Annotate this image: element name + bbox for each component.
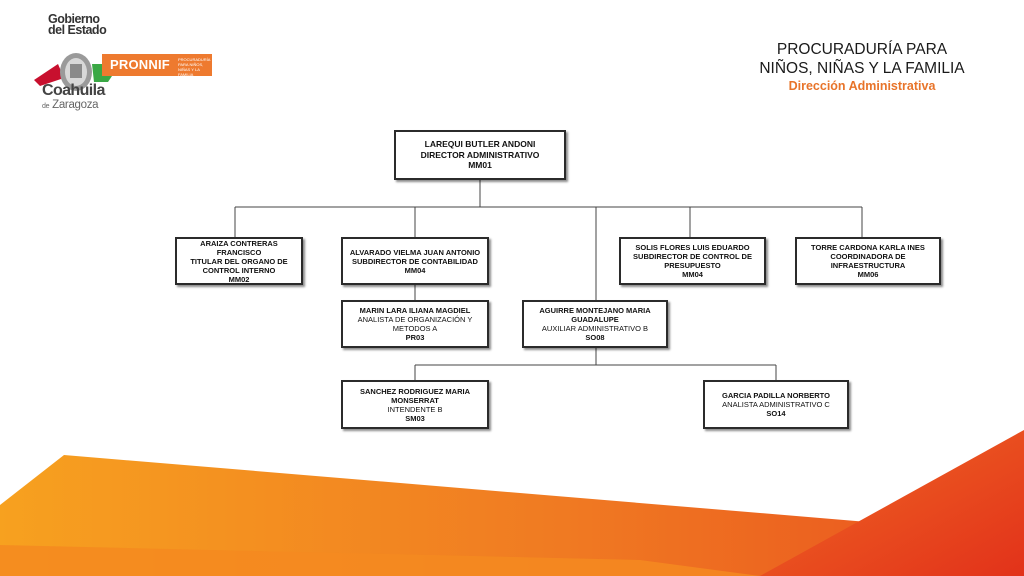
araiza-name: ARAIZA CONTRERAS FRANCISCO	[200, 238, 278, 257]
aguirre-position: AUXILIAR ADMINISTRATIVO B	[541, 324, 649, 333]
pronnif-sublabel: PROCURADURÍA PARA NIÑOS, NIÑAS Y LA FAMI…	[178, 57, 211, 77]
title-line-2: NIÑOS, NIÑAS Y LA FAMILIA	[759, 60, 965, 77]
org-box-marin: MARIN LARA ILIANA MAGDIEL ANALISTA DE OR…	[341, 300, 489, 348]
coat-of-arms-icon	[34, 53, 120, 91]
alvarado-position: SUBDIRECTOR DE CONTABILIDAD	[352, 256, 478, 266]
marin-position: ANALISTA DE ORGANIZACIÓN Y METODOS A	[357, 315, 473, 333]
sanchez-code: SM03	[405, 413, 425, 423]
pronnif-badge: PRONNIF PROCURADURÍA PARA NIÑOS, NIÑAS Y…	[102, 54, 212, 77]
logo-gobierno-text: Gobierno del Estado	[48, 12, 107, 37]
garcia-name: GARCIA PADILLA NORBERTO	[722, 391, 830, 400]
solis-position: SUBDIRECTOR DE CONTROL DE PRESUPUESTO	[633, 252, 752, 270]
marin-name: MARIN LARA ILIANA MAGDIEL	[359, 306, 471, 315]
org-box-aguirre: AGUIRRE MONTEJANO MARIA GUADALUPE AUXILI…	[522, 300, 668, 348]
aguirre-name: AGUIRRE MONTEJANO MARIA GUADALUPE	[539, 306, 651, 324]
araiza-code: MM02	[228, 274, 250, 284]
torre-code: MM06	[857, 270, 879, 279]
wave-dark-band	[760, 430, 1024, 576]
wave-orange-strip	[0, 545, 760, 576]
marin-code: PR03	[405, 333, 425, 342]
solis-code: MM04	[682, 270, 703, 279]
org-box-torre: TORRE CARDONA KARLA INES COORDINADORA DE…	[795, 237, 941, 285]
director-code: MM01	[468, 160, 492, 171]
aguirre-code: SO08	[585, 333, 605, 342]
logo-coahuila-text: Coahuila	[42, 82, 105, 99]
org-box-araiza: ARAIZA CONTRERAS FRANCISCO TITULAR DEL O…	[175, 237, 303, 285]
logo-zaragoza-text: de Zaragoza	[42, 99, 99, 111]
title-line-1: PROCURADURÍA PARA	[776, 41, 948, 58]
org-box-solis: SOLIS FLORES LUIS EDUARDO SUBDIRECTOR DE…	[619, 237, 766, 285]
page-title: PROCURADURÍA PARA NIÑOS, NIÑAS Y LA FAMI…	[732, 40, 992, 94]
torre-position: COORDINADORA DE INFRAESTRUCTURA	[830, 252, 906, 270]
government-logo: Gobierno del Estado Coahuila de Zaragoza…	[28, 12, 218, 114]
garcia-code: SO14	[766, 409, 786, 418]
director-name: LAREQUI BUTLER ANDONI	[424, 139, 536, 150]
org-box-director: LAREQUI BUTLER ANDONI DIRECTOR ADMINISTR…	[394, 130, 566, 180]
pronnif-label: PRONNIF	[110, 57, 170, 72]
sanchez-position: INTENDENTE B	[387, 404, 443, 414]
garcia-position: ANALISTA ADMINISTRATIVO C	[722, 400, 830, 409]
solis-name: SOLIS FLORES LUIS EDUARDO	[635, 243, 750, 252]
org-box-alvarado: ALVARADO VIELMA JUAN ANTONIO SUBDIRECTOR…	[341, 237, 489, 285]
alvarado-name: ALVARADO VIELMA JUAN ANTONIO	[349, 247, 481, 257]
alvarado-code: MM04	[404, 265, 426, 275]
torre-name: TORRE CARDONA KARLA INES	[811, 243, 925, 252]
org-box-garcia: GARCIA PADILLA NORBERTO ANALISTA ADMINIS…	[703, 380, 849, 429]
sanchez-name: SANCHEZ RODRIGUEZ MARIA MONSERRAT	[360, 386, 470, 405]
org-box-sanchez: SANCHEZ RODRIGUEZ MARIA MONSERRAT INTEND…	[341, 380, 489, 429]
title-subtitle: Dirección Administrativa	[788, 79, 936, 93]
wave-light-band	[0, 455, 1024, 576]
araiza-position: TITULAR DEL ORGANO DE CONTROL INTERNO	[190, 256, 288, 275]
director-position: DIRECTOR ADMINISTRATIVO	[420, 149, 540, 160]
